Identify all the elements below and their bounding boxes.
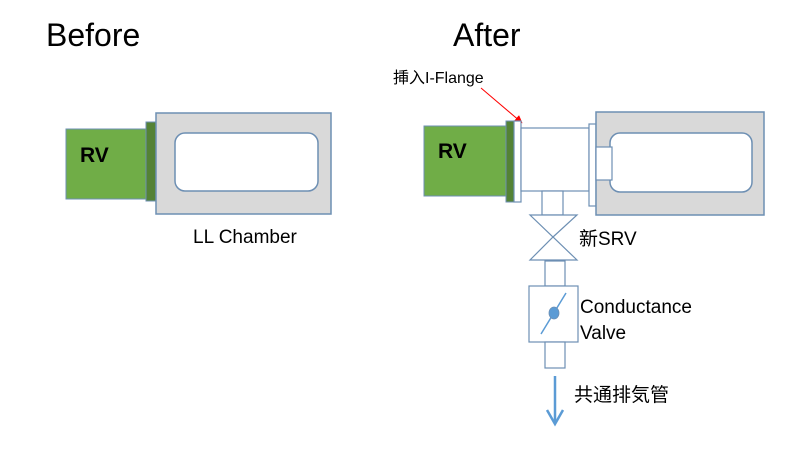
srv-valve-icon — [528, 214, 579, 261]
callout-arrow — [480, 87, 523, 124]
before-rv: RV — [65, 128, 147, 200]
inserted-i-flange — [513, 120, 522, 203]
after-rv-flange — [505, 120, 515, 203]
before-flange — [145, 121, 157, 202]
chamber-port — [595, 146, 613, 181]
before-ll-chamber — [155, 112, 332, 215]
conductance-valve-icon — [528, 285, 579, 343]
exhaust-label: 共通排気管 — [574, 384, 669, 406]
chamber-flange — [588, 123, 597, 207]
after-ll-chamber — [595, 111, 765, 216]
branch-stub-lower — [544, 341, 566, 369]
exhaust-arrow-icon — [545, 376, 565, 427]
conductance-label-line1: Conductance — [580, 297, 692, 318]
before-rv-label: RV — [80, 144, 109, 167]
branch-stub-upper — [541, 190, 564, 216]
after-rv-label: RV — [438, 140, 467, 163]
before-heading: Before — [46, 17, 140, 53]
branch-stub-middle — [544, 260, 566, 287]
after-heading: After — [453, 17, 521, 53]
srv-label: 新SRV — [579, 228, 637, 250]
tee-pipe — [520, 127, 590, 192]
conductance-label-line2: Valve — [580, 323, 626, 344]
flange-callout-label: 挿入I-Flange — [393, 69, 484, 87]
ll-chamber-label: LL Chamber — [193, 227, 298, 248]
after-rv: RV — [423, 125, 507, 197]
